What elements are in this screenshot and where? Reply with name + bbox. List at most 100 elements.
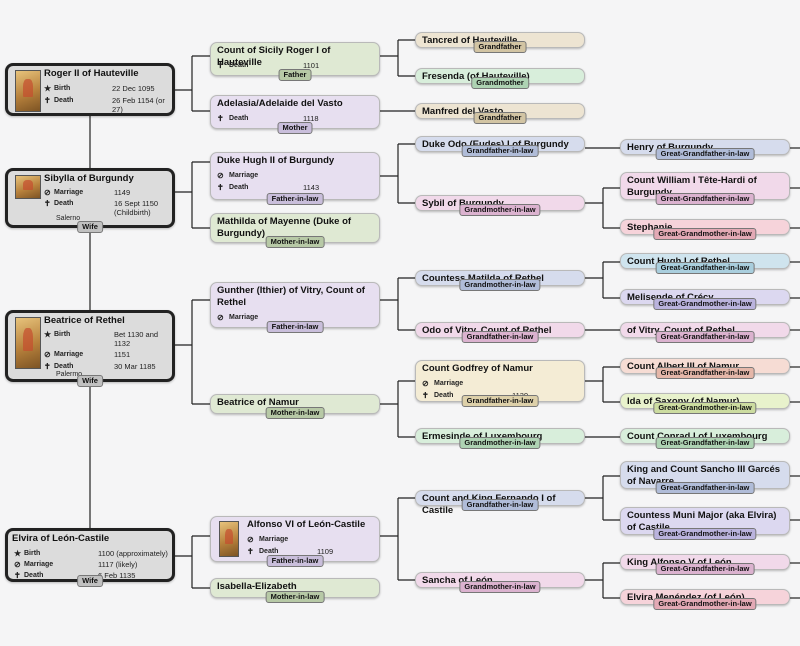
person-name: Mathilda of Mayenne (Duke of Burgundy) [217, 216, 352, 239]
person-name: Manfred del Vasto [422, 106, 504, 117]
person-name: Count and King Fernando I of Castile [422, 493, 556, 516]
star-icon: ★ [44, 84, 52, 93]
person-card-hugh-ii[interactable]: Duke Hugh II of Burgundy ⊘Marriage ✝Deat… [210, 152, 380, 205]
person-card-fernando-i[interactable]: Count and King Fernando I of Castile Gra… [415, 490, 585, 516]
rings-icon: ⊘ [217, 171, 224, 180]
relation-badge: Grandfather [473, 41, 527, 53]
person-card-manfred[interactable]: Manfred del Vasto Grandfather [415, 103, 585, 124]
person-card-odo-vitry[interactable]: Odo of Vitry, Count of Rethel Grandfathe… [415, 322, 585, 343]
person-card-matilda-rethel[interactable]: Countess Matilda of Rethel Grandmother-i… [415, 270, 585, 291]
star-icon: ★ [14, 549, 22, 558]
person-card-godfrey[interactable]: Count Godfrey of Namur ⊘Marriage ✝Death1… [415, 360, 585, 407]
relation-badge: Great-Grandmother-in-law [653, 298, 757, 310]
person-name: Elvira of León-Castile [12, 533, 110, 544]
person-card-sancha[interactable]: Sancha of León Grandmother-in-law [415, 572, 585, 593]
person-name: Count William I Tête-Hardi of Burgundy [627, 175, 757, 198]
person-card-stephanie[interactable]: Stephanie Great-Grandmother-in-law [620, 219, 790, 240]
birth-date: 1100 (approximately) [98, 549, 168, 558]
marriage-date: 1117 (likely) [98, 560, 138, 569]
person-card-sybil[interactable]: Sybil of Burgundy Grandmother-in-law [415, 195, 585, 216]
birth-date: Bet 1130 and 1132 [114, 330, 159, 348]
person-name: Henry of Burgundy [627, 142, 713, 153]
person-card-alfonso-v[interactable]: King Alfonso V of León Great-Grandfather… [620, 554, 790, 575]
person-name: Count Godfrey of Namur [422, 363, 533, 374]
person-name: King and Count Sancho III Garcés of Nava… [627, 464, 781, 487]
person-name: Count Albert III of Namur [627, 361, 739, 372]
portrait-image [15, 317, 41, 369]
person-name: King Alfonso V of León [627, 557, 732, 568]
cross-icon: ✝ [422, 391, 429, 400]
person-name: Gunther (Ithier) of Vitry, Count of Reth… [217, 285, 365, 308]
relation-badge: Father-in-law [266, 555, 324, 567]
person-card-hugh-i[interactable]: Count Hugh I of Rethel Great-Grandfather… [620, 253, 790, 274]
person-name: Melisende of Crécy [627, 292, 714, 303]
person-card-william-i[interactable]: Count William I Tête-Hardi of Burgundy G… [620, 172, 790, 205]
rings-icon: ⊘ [44, 350, 51, 359]
relation-badge: Great-Grandfather-in-law [655, 148, 755, 160]
cross-icon: ✝ [44, 362, 51, 371]
person-name: Adelasia/Adelaide del Vasto [217, 98, 343, 109]
person-card-beatrice-namur[interactable]: Beatrice of Namur Mother-in-law [210, 394, 380, 419]
relation-badge: Great-Grandfather-in-law [655, 262, 755, 274]
person-card-sancho-iii[interactable]: King and Count Sancho III Garcés of Nava… [620, 461, 790, 494]
person-card-tancred[interactable]: Tancred of Hauteville Grandfather [415, 32, 585, 53]
person-card-fresenda[interactable]: Fresenda (of Hauteville) Grandmother [415, 68, 585, 89]
person-card-alfonso-vi[interactable]: Alfonso VI of León-Castile ⊘Marriage ✝De… [210, 516, 380, 567]
person-name: Elvira Menéndez (of León) [627, 592, 745, 603]
cross-icon: ✝ [44, 96, 51, 105]
cross-icon: ✝ [217, 183, 224, 192]
person-card-ida[interactable]: Ida of Saxony (of Namur) Great-Grandmoth… [620, 393, 790, 414]
relation-badge: Father-in-law [266, 193, 324, 205]
person-name: Beatrice of Rethel [44, 315, 125, 326]
person-card-mathilda[interactable]: Mathilda of Mayenne (Duke of Burgundy) M… [210, 213, 380, 248]
person-name: Ida of Saxony (of Namur) [627, 396, 739, 407]
person-name: Sibylla of Burgundy [44, 173, 134, 184]
relation-badge: Wife [77, 375, 103, 387]
relation-badge: Great-Grandfather-in-law [655, 331, 755, 343]
relation-badge: Father [278, 69, 312, 81]
relation-badge: Great-Grandmother-in-law [653, 598, 757, 610]
cross-icon: ✝ [44, 199, 51, 208]
relation-badge: Grandmother-in-law [459, 581, 541, 593]
person-card-vitry[interactable]: of Vitry, Count of Rethel Great-Grandfat… [620, 322, 790, 343]
person-card-gunther[interactable]: Gunther (Ithier) of Vitry, Count of Reth… [210, 282, 380, 333]
person-card-muni-major[interactable]: Countess Muni Major (aka Elvira) of Cast… [620, 507, 790, 540]
person-card-conrad-i[interactable]: Count Conrad I of Luxembourg Great-Grand… [620, 428, 790, 449]
portrait-image [15, 70, 41, 112]
relation-badge: Great-Grandfather-in-law [655, 563, 755, 575]
person-card-henry[interactable]: Henry of Burgundy Great-Grandfather-in-l… [620, 139, 790, 160]
relation-badge: Wife [77, 221, 103, 233]
relation-badge: Grandfather [473, 112, 527, 124]
relation-badge: Grandfather-in-law [461, 499, 539, 511]
person-card-albert-iii[interactable]: Count Albert III of Namur Great-Grandfat… [620, 358, 790, 379]
relation-badge: Mother-in-law [265, 407, 325, 419]
person-name: Count of Sicily Roger I of Hauteville [217, 45, 331, 68]
cross-icon: ✝ [14, 571, 21, 580]
relation-badge: Father-in-law [266, 321, 324, 333]
rings-icon: ⊘ [247, 535, 254, 544]
person-card-melisende[interactable]: Melisende of Crécy Great-Grandmother-in-… [620, 289, 790, 310]
person-card-isabella[interactable]: Isabella-Elizabeth Mother-in-law [210, 578, 380, 603]
relation-badge: Grandmother [471, 77, 529, 89]
relation-badge: Great-Grandfather-in-law [655, 482, 755, 494]
person-card-elvira-menendez[interactable]: Elvira Menéndez (of León) Great-Grandmot… [620, 589, 790, 610]
person-card-ermesinde[interactable]: Ermesinde of Luxembourg Grandmother-in-l… [415, 428, 585, 449]
relation-badge: Great-Grandmother-in-law [653, 402, 757, 414]
relation-badge: Great-Grandmother-in-law [653, 228, 757, 240]
person-card-odo-i[interactable]: Duke Odo (Eudes) I of Burgundy Grandfath… [415, 136, 585, 157]
person-name: Roger II of Hauteville [44, 68, 139, 79]
portrait-image [219, 521, 239, 557]
cross-icon: ✝ [217, 61, 224, 70]
person-name: Count Conrad I of Luxembourg [627, 431, 767, 442]
relation-badge: Grandfather-in-law [461, 395, 539, 407]
birth-date: 22 Dec 1095 [112, 84, 155, 93]
person-card-roger-i[interactable]: Count of Sicily Roger I of Hauteville ✝D… [210, 42, 380, 81]
relation-badge: Grandmother-in-law [459, 437, 541, 449]
death-date: 6 Feb 1135 [98, 571, 136, 580]
relation-badge: Grandfather-in-law [461, 331, 539, 343]
